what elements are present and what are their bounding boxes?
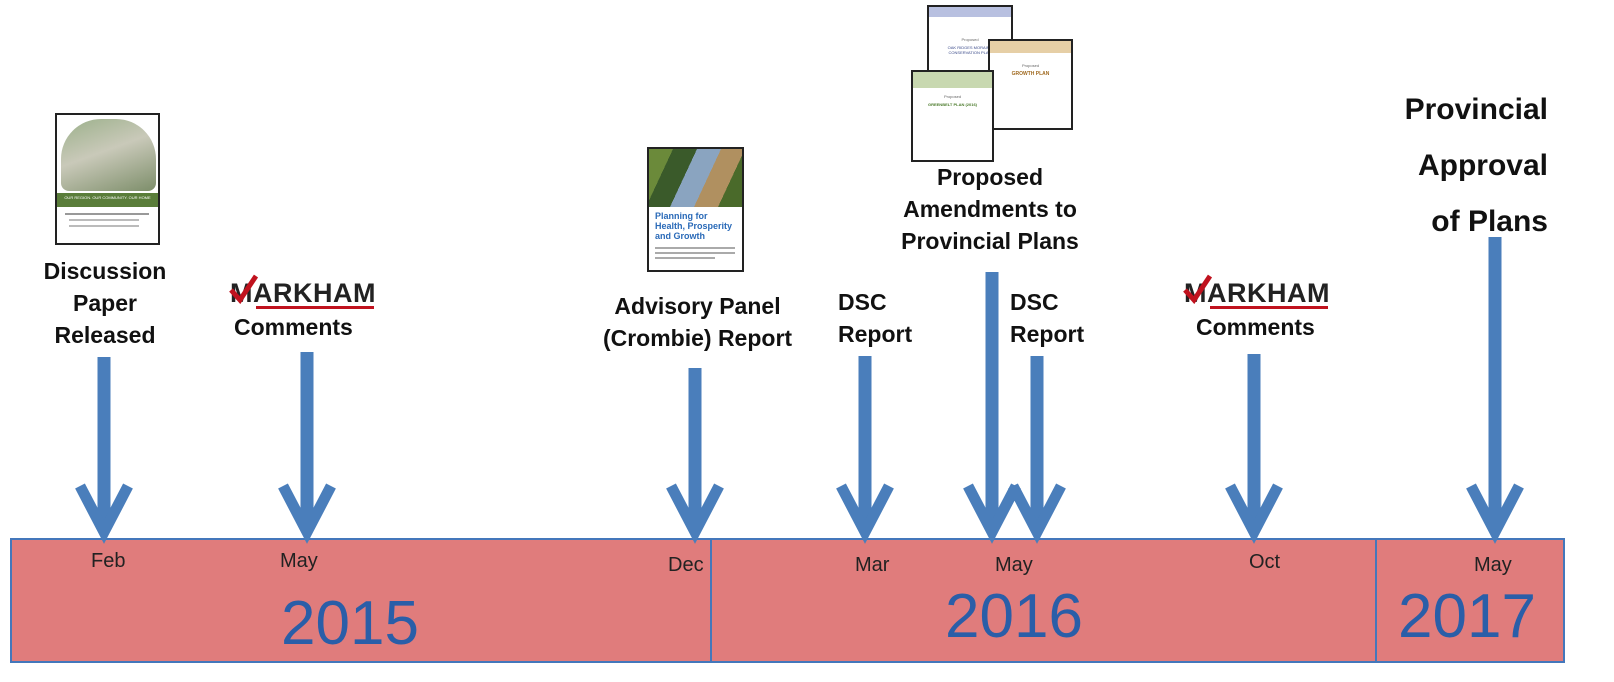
year-label-2016: 2016 bbox=[945, 582, 1083, 651]
oak-ridges-title: OAK RIDGES MORAINE CONSERVATION PLAN bbox=[947, 45, 993, 55]
month-label: May bbox=[280, 550, 318, 572]
timeline-bar bbox=[10, 538, 1565, 663]
greenbelt-proposed: Proposed bbox=[943, 94, 962, 99]
crombie-report-thumbnail: Planning for Health, Prosperity and Grow… bbox=[647, 147, 744, 272]
comments-label: Comments bbox=[234, 314, 353, 340]
year-label-2015: 2015 bbox=[281, 589, 419, 658]
year-label-2017: 2017 bbox=[1398, 582, 1536, 651]
arrow-dec bbox=[666, 368, 724, 544]
comments-label: Comments bbox=[1196, 314, 1315, 340]
year-divider-2016 bbox=[710, 538, 712, 663]
discussion-paper-thumbnail: OUR REGION. OUR COMMUNITY. OUR HOME bbox=[55, 113, 160, 245]
arrow-mar bbox=[836, 356, 894, 544]
arrow-may-2016-b bbox=[1008, 356, 1066, 544]
month-label: Feb bbox=[91, 550, 126, 572]
markham-logo-2: MARKHAM Comments bbox=[1183, 274, 1344, 348]
growth-plan-proposed: Proposed bbox=[1021, 63, 1040, 68]
checkmark-icon bbox=[229, 274, 258, 304]
event-label-dsc-2: DSC Report bbox=[1010, 289, 1085, 347]
greenbelt-plan-thumbnail: Proposed GREENBELT PLAN (2016) bbox=[911, 70, 994, 162]
greenbelt-title: GREENBELT PLAN (2016) bbox=[927, 102, 978, 107]
event-label-crombie: Advisory Panel (Crombie) Report bbox=[602, 293, 793, 351]
event-label-dsc-1: DSC Report bbox=[838, 289, 913, 347]
growth-plan-title: GROWTH PLAN bbox=[1011, 71, 1050, 77]
month-label: Oct bbox=[1249, 551, 1281, 573]
crombie-cover-title: Planning for Health, Prosperity and Grow… bbox=[655, 211, 733, 241]
arrow-may-2016-a bbox=[963, 272, 1021, 544]
checkmark-icon bbox=[1183, 274, 1212, 304]
month-label: Mar bbox=[855, 554, 890, 576]
discussion-cover-text: OUR REGION. OUR COMMUNITY. OUR HOME bbox=[64, 195, 151, 200]
arrow-may-2015 bbox=[278, 352, 336, 544]
month-label: Dec bbox=[668, 554, 704, 576]
year-divider-2017 bbox=[1375, 538, 1377, 663]
markham-logo-1: MARKHAM Comments bbox=[229, 274, 390, 348]
oak-ridges-proposed: Proposed bbox=[961, 37, 979, 42]
event-label-amendments: Proposed Amendments to Provincial Plans bbox=[901, 164, 1079, 254]
arrow-feb bbox=[75, 357, 133, 544]
month-label: May bbox=[1474, 554, 1512, 576]
month-label: May bbox=[995, 554, 1033, 576]
arrow-may-2017 bbox=[1466, 237, 1524, 544]
growth-plan-thumbnail: Proposed GROWTH PLAN bbox=[988, 39, 1073, 130]
event-label-discussion: Discussion Paper Released bbox=[43, 258, 167, 348]
event-label-approval: Provincial Approval of Plans bbox=[1404, 93, 1548, 238]
arrow-oct bbox=[1225, 354, 1283, 544]
